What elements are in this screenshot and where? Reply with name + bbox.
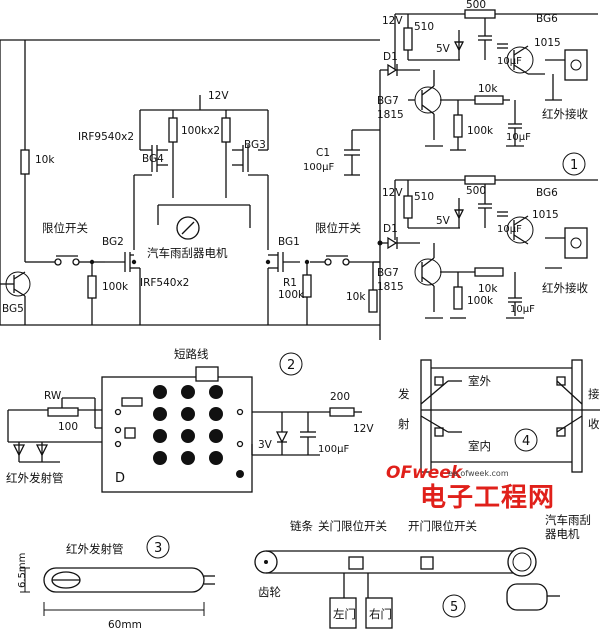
label-fa: 发 [398,387,410,401]
label-ir-receiver-b: 红外接收 [542,281,588,295]
label-d1-a: D1 [383,51,398,63]
label-short-wire: 短路线 [174,347,209,361]
watermark-brand: OFweek [386,463,464,483]
label-3v: 3V [258,439,273,451]
label-10uf-b: 10μF [497,224,522,235]
label-10uf-a2: 10μF [506,132,531,143]
label-close-limit: 关门限位开关 [318,519,387,533]
label-wiper-motor: 汽车雨刮器电机 [147,246,228,260]
label-dim-65: 6.5mm [17,553,28,588]
label-bg2: BG2 [102,236,124,248]
receiver-circuit-2 [380,175,598,319]
label-ir-emitter-3: 红外发射管 [66,542,124,556]
label-1015-a: 1015 [534,37,561,49]
label-rw: RW [44,390,62,402]
ir-tube [20,567,215,616]
label-5v-a: 5V [436,43,451,55]
label-wiper-motor-5a: 汽车雨刮 [545,513,591,527]
panel-number-2: 2 [287,358,295,373]
label-bg6-b: BG6 [536,187,558,199]
panel-number-3: 3 [154,541,162,556]
label-r1: R1 [283,277,297,289]
panel-number-4: 4 [522,434,530,449]
label-10k-right: 10k [346,291,366,303]
watermark-url: ee.ofweek.com [448,469,509,478]
label-bg4: BG4 [142,153,164,165]
label-limit-switch-left: 限位开关 [42,221,88,235]
label-100uf-c1: 100μF [303,162,334,173]
label-200: 200 [330,391,350,403]
breadboard-pins [153,385,244,478]
transmitter-circuit [7,366,362,493]
label-shou: 收 [588,417,600,431]
label-wiper-motor-5b: 器电机 [545,527,580,541]
label-500-b: 500 [466,185,486,197]
label-1815-b: 1815 [377,281,404,293]
label-gear: 齿轮 [258,585,281,599]
label-rw-value: 100 [58,421,78,433]
chain-drive [254,547,560,629]
label-outdoor: 室外 [468,374,491,388]
label-12v-p2: 12V [353,423,374,435]
power-bus [344,70,383,340]
label-100k-b: 100k [467,295,494,307]
label-d1-b: D1 [383,223,398,235]
label-1815-a: 1815 [377,109,404,121]
label-510-a: 510 [414,21,434,33]
label-5v-b: 5V [436,215,451,227]
panel-number-1: 1 [570,158,578,173]
label-100k-a: 100k [467,125,494,137]
label-irf9540: IRF9540x2 [78,131,134,143]
label-500-a: 500 [466,0,486,11]
receiver-circuit-1 [380,9,598,151]
watermark: OFweek ee.ofweek.com 电子工程网 [386,463,555,513]
label-limit-switch-right: 限位开关 [315,221,361,235]
label-bg5: BG5 [2,303,24,315]
label-10uf-b2: 10μF [510,304,535,315]
label-100kx2: 100kx2 [181,125,220,137]
label-jie: 接 [588,387,600,401]
panel-numbers: 1 2 3 4 5 [146,152,586,618]
label-12v-top: 12V [382,15,403,27]
label-open-limit: 开门限位开关 [408,519,477,533]
labels: 12V 510 500 BG6 1015 D1 5V 10μF BG7 1815… [2,0,600,631]
label-bg7-a: BG7 [377,95,399,107]
label-r1-value: 100k [278,289,305,301]
label-dim-60: 60mm [108,619,142,631]
label-10k-b: 10k [478,283,498,295]
label-bg3: BG3 [244,139,266,151]
door-sensor-diagram [420,359,600,473]
label-indoor: 室内 [468,439,491,453]
label-irf540: IRF540x2 [140,277,189,289]
label-right-door: 右门 [369,607,392,621]
label-10k-a: 10k [478,83,498,95]
label-12v-bridge: 12V [208,90,229,102]
label-10uf-a: 10μF [497,56,522,67]
label-100uf-p2: 100μF [318,444,349,455]
label-510-b: 510 [414,191,434,203]
label-10k-left: 10k [35,154,55,166]
label-left-door: 左门 [333,607,356,621]
label-bg7-b: BG7 [377,267,399,279]
h-bridge [0,39,380,326]
label-1015-b: 1015 [532,209,559,221]
label-c1: C1 [316,147,330,159]
label-bg1: BG1 [278,236,300,248]
label-chip-d: D [115,471,125,486]
label-chain: 链条 [290,519,313,533]
label-ir-receiver-a: 红外接收 [542,107,588,121]
watermark-title: 电子工程网 [420,483,555,513]
label-100k-left: 100k [102,281,129,293]
label-12v-b: 12V [382,187,403,199]
label-ir-emitter: 红外发射管 [6,471,64,485]
label-bg6-a: BG6 [536,13,558,25]
panel-number-5: 5 [450,600,458,615]
label-she: 射 [398,417,410,431]
